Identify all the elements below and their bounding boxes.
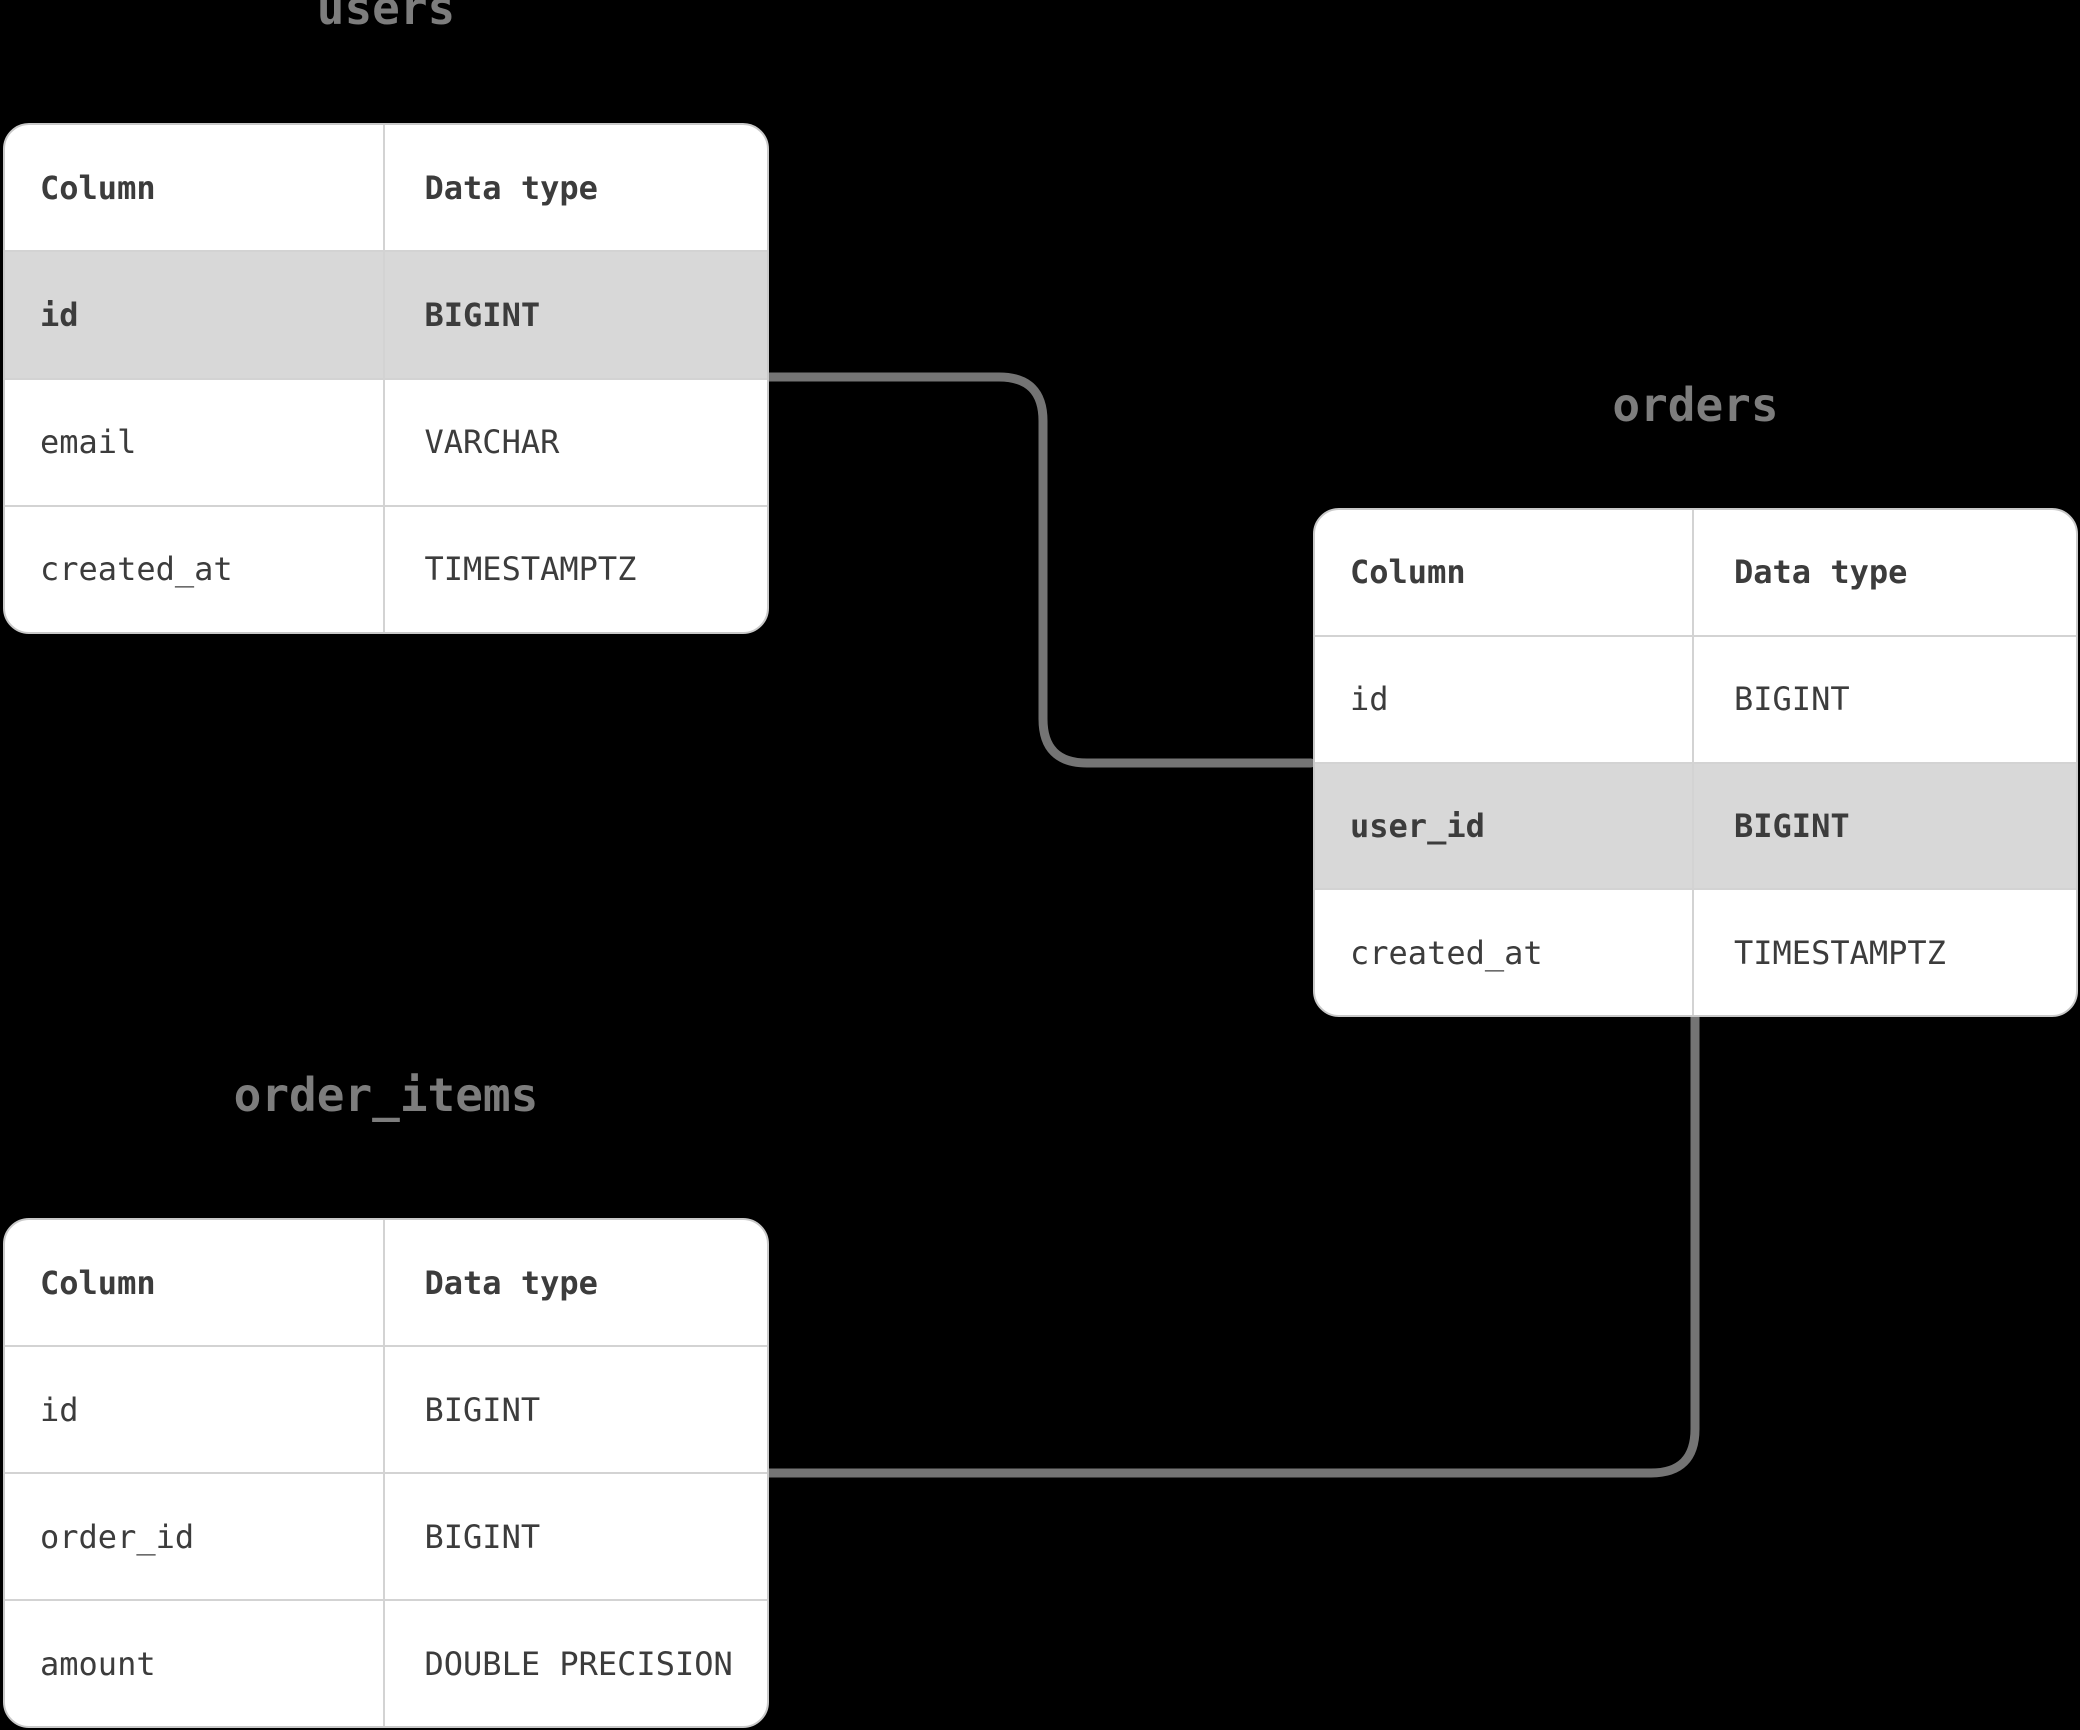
column-header: Column (40, 1263, 156, 1302)
table-row-users-id: id BIGINT (5, 250, 768, 378)
column-type: BIGINT (382, 1347, 768, 1472)
column-type: BIGINT (1692, 763, 2076, 889)
table-row-order-items-amount: amount DOUBLE PRECISION (5, 1599, 767, 1726)
connector-users-id-to-orders-user-id (763, 372, 1316, 768)
column-header: Column (40, 168, 156, 207)
column-type: BIGINT (382, 1474, 768, 1599)
column-type: BIGINT (382, 252, 768, 378)
table-row-order-items-order-id: order_id BIGINT (5, 1472, 767, 1599)
table-row-orders-created-at: created_at TIMESTAMPTZ (1315, 888, 2076, 1015)
table-row-order-items-id: id BIGINT (5, 1345, 767, 1472)
column-header: Column (1350, 553, 1466, 592)
datatype-header: Data type (1692, 510, 2076, 635)
datatype-header: Data type (382, 1220, 768, 1345)
column-name: amount (40, 1644, 156, 1683)
column-name: email (40, 423, 137, 462)
table-title-orders: orders (1612, 378, 1779, 432)
column-name: user_id (1350, 806, 1485, 845)
column-type: BIGINT (1692, 636, 2076, 762)
column-type: DOUBLE PRECISION (382, 1601, 768, 1726)
column-name: created_at (1350, 933, 1543, 972)
table-row-users-email: email VARCHAR (5, 377, 768, 505)
column-name: id (40, 295, 79, 334)
table-order-items-header-row: Column Data type (5, 1220, 767, 1345)
table-row-orders-id: id BIGINT (1315, 634, 2076, 762)
column-name: id (1350, 680, 1389, 719)
column-name: created_at (40, 550, 233, 589)
table-orders: Column Data type id BIGINT user_id BIGIN… (1313, 508, 2078, 1017)
table-order-items: Column Data type id BIGINT order_id BIGI… (3, 1218, 769, 1728)
table-users: Column Data type id BIGINT email VARCHAR… (3, 123, 769, 634)
table-title-order-items: order_items (233, 1068, 539, 1122)
table-users-header-row: Column Data type (5, 125, 768, 251)
column-type: TIMESTAMPTZ (1692, 890, 2076, 1015)
column-name: order_id (40, 1517, 195, 1556)
connector-orders-to-order-items-order-id (764, 1008, 1700, 1478)
table-row-orders-user-id: user_id BIGINT (1315, 761, 2076, 889)
column-name: id (40, 1390, 79, 1429)
datatype-header: Data type (382, 125, 768, 251)
table-row-users-created-at: created_at TIMESTAMPTZ (5, 504, 768, 632)
table-title-users: users (316, 0, 456, 35)
column-type: TIMESTAMPTZ (382, 506, 768, 632)
column-type: VARCHAR (382, 379, 768, 505)
table-orders-header-row: Column Data type (1315, 510, 2076, 635)
